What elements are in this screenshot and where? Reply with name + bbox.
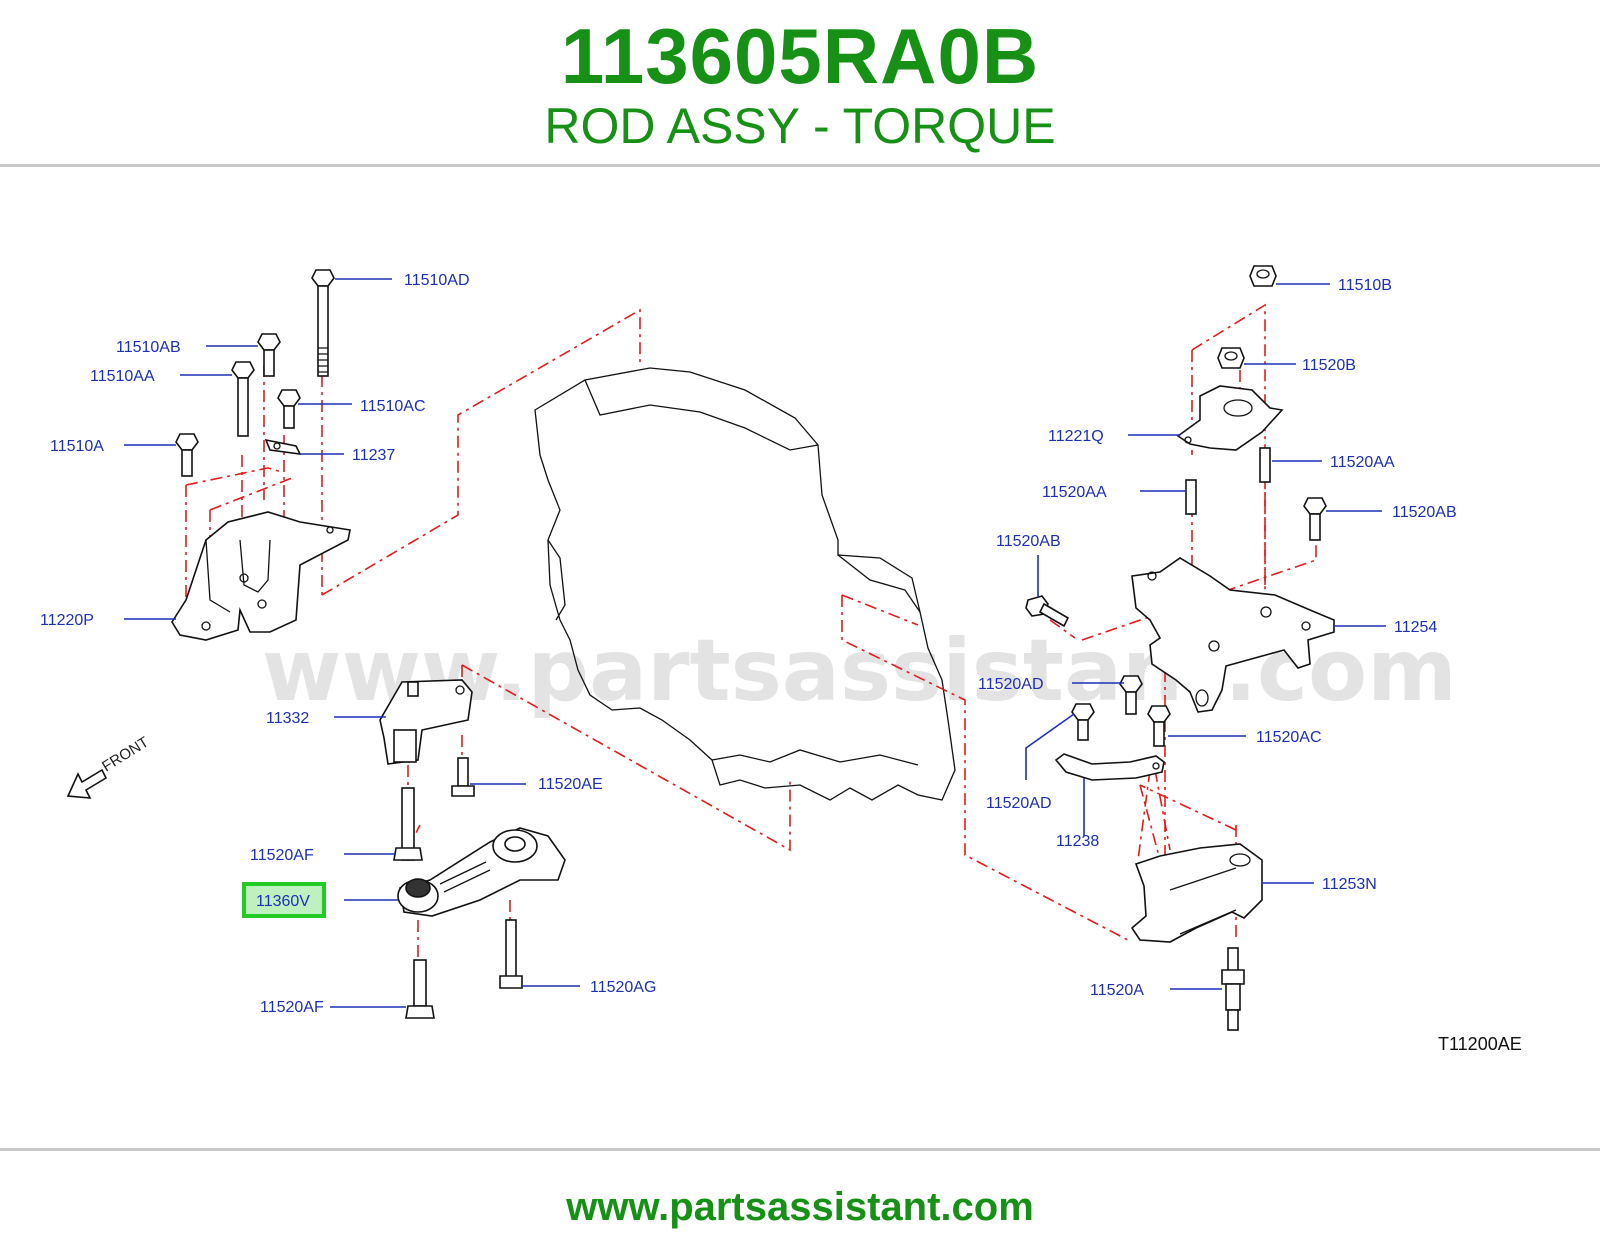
callout-11520A[interactable]: 11520A	[1090, 982, 1144, 999]
part-number-title: 113605RA0B	[560, 12, 1040, 100]
bolt-11520AE	[451, 757, 475, 797]
footer-divider	[0, 1148, 1600, 1151]
callout-11510AA[interactable]: 11510AA	[90, 368, 155, 385]
bolt-11520AD-upper	[1119, 675, 1143, 715]
bolt-11520AB-right	[1303, 497, 1327, 541]
callout-11520AA-right[interactable]: 11520AA	[1330, 454, 1395, 471]
callout-11510B[interactable]: 11510B	[1338, 277, 1392, 294]
stud-11520AA-right	[1259, 447, 1271, 483]
callout-11510AC[interactable]: 11510AC	[360, 398, 426, 415]
torque-rod-11360V	[397, 827, 566, 917]
bolt-11520AB-left	[1025, 595, 1070, 628]
callout-11520AF-upper[interactable]: 11520AF	[250, 847, 314, 864]
bolt-11520AC	[1147, 705, 1171, 747]
callout-11254[interactable]: 11254	[1394, 619, 1437, 636]
engine-block	[534, 367, 956, 801]
callout-11520AA-left[interactable]: 11520AA	[1042, 484, 1107, 501]
parts-exploded-diagram: www.partsassistant.com	[0, 240, 1600, 1100]
callout-11237[interactable]: 11237	[352, 447, 395, 464]
bracket-11220P	[171, 511, 351, 641]
header-divider	[0, 164, 1600, 167]
callout-11332[interactable]: 11332	[266, 710, 309, 727]
callout-11520B[interactable]: 11520B	[1302, 357, 1356, 374]
callout-11253N[interactable]: 11253N	[1322, 876, 1377, 893]
callout-11520AD-upper[interactable]: 11520AD	[978, 676, 1044, 693]
callout-11221Q[interactable]: 11221Q	[1048, 428, 1104, 445]
bolt-11510A	[175, 433, 199, 477]
bracket-11253N	[1130, 843, 1263, 943]
bolt-11520AF-upper	[393, 787, 423, 861]
bolt-11510AD	[311, 269, 335, 377]
callout-11220P[interactable]: 11220P	[40, 612, 94, 629]
nut-11520B	[1217, 347, 1245, 369]
callout-leader-lines	[124, 278, 1386, 1008]
callout-11510A[interactable]: 11510A	[50, 438, 104, 455]
rod-11238	[1054, 753, 1165, 781]
bolt-11510AB	[257, 333, 281, 377]
footer-website-link[interactable]: www.partsassistant.com	[566, 1185, 1034, 1229]
diagram-reference-code: T11200AE	[1438, 1034, 1522, 1054]
bolt-11520AG	[499, 919, 523, 989]
insulator-11221Q	[1176, 385, 1284, 451]
callout-11510AD[interactable]: 11510AD	[404, 272, 470, 289]
bolt-11520AD-lower	[1071, 703, 1095, 741]
stud-11520A	[1221, 947, 1245, 1031]
front-direction-arrow: FRONT	[66, 734, 152, 799]
callout-11520AG[interactable]: 11520AG	[590, 979, 656, 996]
callout-11520AF-lower[interactable]: 11520AF	[260, 999, 324, 1016]
highlighted-part-box[interactable]	[242, 882, 326, 918]
bracket-11332	[379, 679, 473, 765]
callout-11520AE[interactable]: 11520AE	[538, 776, 603, 793]
bracket-11254	[1131, 557, 1335, 713]
bolt-11510AA	[231, 361, 255, 437]
callout-11520AB-right[interactable]: 11520AB	[1392, 504, 1457, 521]
diagram-canvas: www.partsassistant.com	[40, 265, 1522, 1054]
bolt-11520AF-lower	[405, 959, 435, 1019]
callout-11520AC[interactable]: 11520AC	[1256, 729, 1322, 746]
front-label: FRONT	[99, 734, 152, 776]
callout-11520AB-left[interactable]: 11520AB	[996, 533, 1061, 550]
bolt-11510AC	[277, 389, 301, 429]
plate-11237	[264, 438, 302, 455]
stud-11520AA-left	[1185, 479, 1197, 515]
callout-11360V[interactable]: 11360V	[256, 893, 310, 910]
nut-11510B	[1249, 265, 1277, 287]
callout-11510AB[interactable]: 11510AB	[116, 339, 181, 356]
callout-11238[interactable]: 11238	[1056, 833, 1099, 850]
callout-11520AD-lower[interactable]: 11520AD	[986, 795, 1052, 812]
page-header: 113605RA0B ROD ASSY - TORQUE	[0, 0, 1600, 168]
part-name-subtitle: ROD ASSY - TORQUE	[544, 98, 1056, 154]
